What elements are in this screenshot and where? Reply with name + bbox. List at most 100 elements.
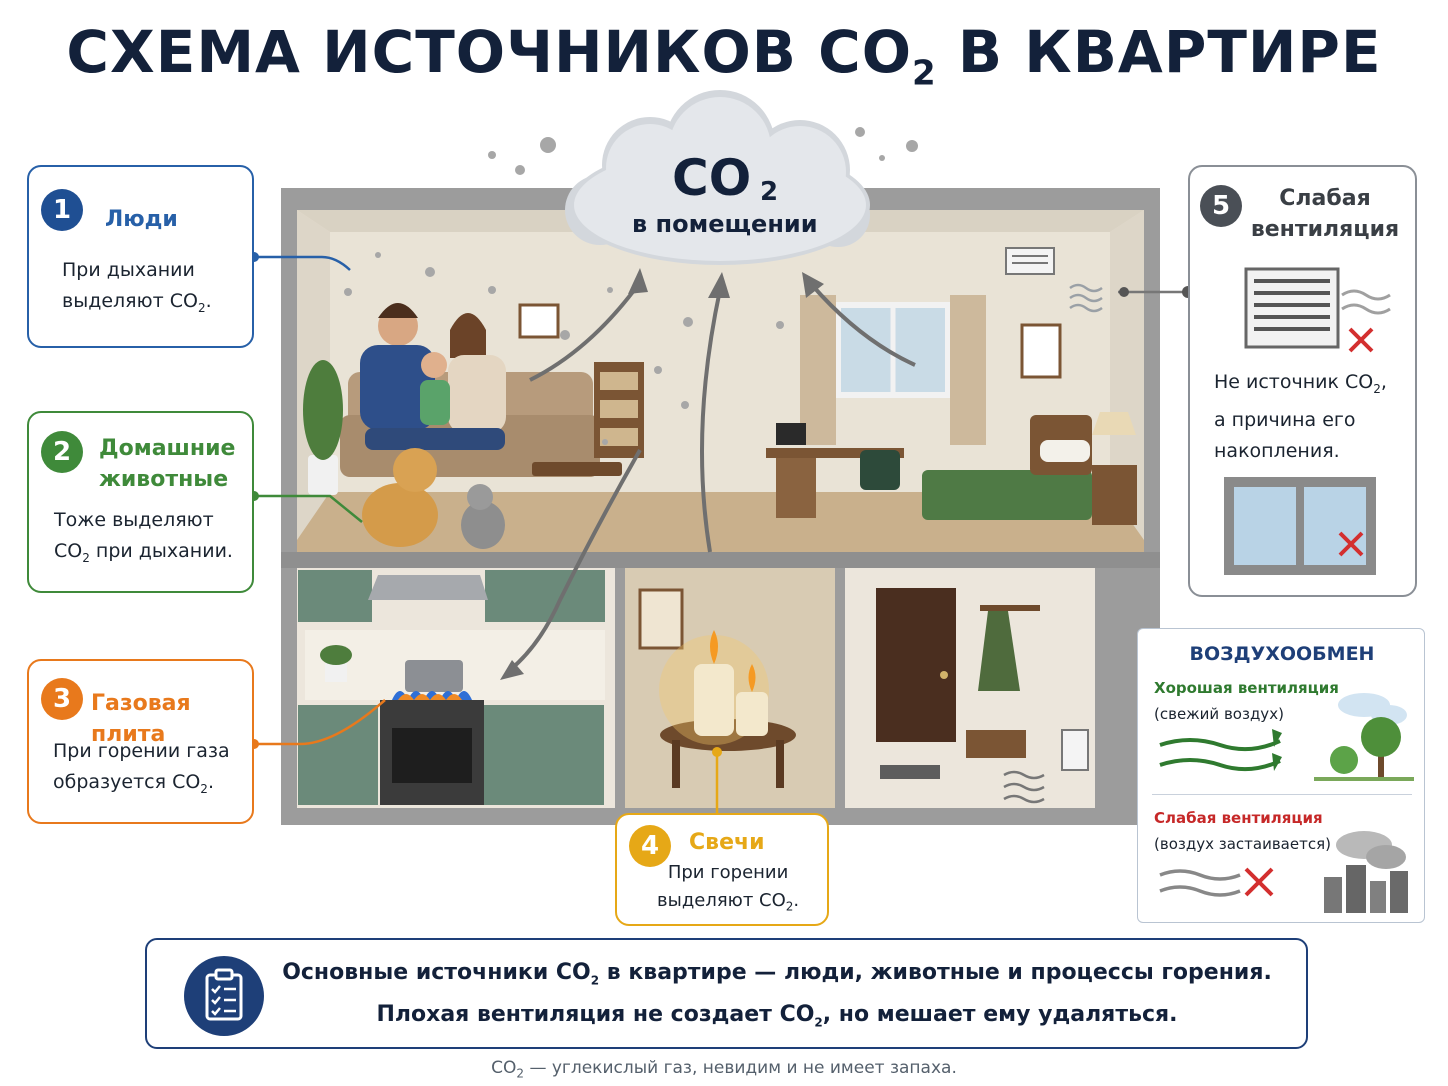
source-number-5: 5 xyxy=(1200,185,1242,227)
source-title-line: Домашние xyxy=(99,436,236,461)
source-title-line: вентиляция xyxy=(1250,217,1400,242)
source-text-pets: Тоже выделяют CO2 при дыхании. xyxy=(54,505,233,574)
source-text-people: При дыхании выделяют CO2. xyxy=(62,255,212,324)
air-exchange-panel: ВОЗДУХООБМЕН Хорошая вентиляция (свежий … xyxy=(1137,628,1425,923)
source-card-gas-stove: 3 Газовая плита При горении газа образуе… xyxy=(27,659,254,824)
connector-3 xyxy=(254,699,386,746)
source-title-gas-stove: Газовая плита xyxy=(91,691,191,747)
source-number-3: 3 xyxy=(41,678,83,720)
source-title-people: Люди xyxy=(105,207,178,232)
plant-pot xyxy=(308,455,338,495)
cooking-pot xyxy=(405,660,463,692)
source-text-tail: . xyxy=(205,290,212,312)
source-text-line: накопления. xyxy=(1214,439,1340,462)
desk xyxy=(766,448,904,458)
closed-window-icon xyxy=(1224,477,1376,575)
source-text-line: При дыхании xyxy=(62,259,195,281)
dog xyxy=(362,483,438,547)
candle-room-picture xyxy=(638,588,684,650)
summary-text: Плохая вентиляция не создает CO xyxy=(376,1002,815,1027)
co2-cloud xyxy=(565,90,870,265)
source-title-pets: Домашние животные xyxy=(99,433,235,495)
footnote-text: — углекислый газ, невидим и не имеет зап… xyxy=(524,1058,957,1078)
shoe-bench xyxy=(966,730,1026,758)
cat xyxy=(461,501,505,549)
source-text-line: образуется CO xyxy=(53,771,201,793)
vent-grille-upper xyxy=(1005,247,1055,275)
co2-subscript: 2 xyxy=(1373,381,1381,396)
good-ventilation-note: (свежий воздух) xyxy=(1154,705,1284,723)
source-title-weak-ventilation: Слабая вентиляция xyxy=(1250,183,1400,245)
co2-subscript: 2 xyxy=(590,973,600,988)
source-text-line: Не источник CO xyxy=(1214,371,1374,393)
source-card-people: 1 Люди При дыхании выделяют CO2. xyxy=(27,165,254,348)
fresh-air-illustration xyxy=(1159,693,1414,781)
coffee-table xyxy=(532,462,622,476)
title-sub: 2 xyxy=(912,53,937,94)
weak-ventilation-label: Слабая вентиляция xyxy=(1154,809,1323,827)
weak-ventilation-note: (воздух застаивается) xyxy=(1154,835,1331,853)
source-title-line: Слабая xyxy=(1279,186,1371,211)
vent-grille-lower xyxy=(1061,729,1089,771)
source-text-candles: При горении выделяют CO2. xyxy=(657,859,799,921)
source-text-line: При горении газа xyxy=(53,740,230,762)
source-text-line: а причина его xyxy=(1214,408,1356,431)
source-text-line: При горении xyxy=(667,862,789,883)
source-text-line: выделяют CO xyxy=(62,290,198,312)
source-number-2: 2 xyxy=(41,431,83,473)
flow-arrows xyxy=(508,283,916,672)
source-text-line: Тоже выделяют xyxy=(54,509,214,531)
range-hood xyxy=(368,575,488,600)
source-card-candles: 4 Свечи При горении выделяют CO2. xyxy=(615,813,829,926)
good-ventilation-label: Хорошая вентиляция xyxy=(1154,679,1339,697)
weak-ventilation-card: 5 Слабая вентиляция Не источник CO2, а п… xyxy=(1188,165,1417,597)
doormat xyxy=(880,765,940,779)
source-text-weak-ventilation: Не источник CO2, а причина его накоплени… xyxy=(1214,367,1387,467)
connector-1 xyxy=(254,255,351,271)
candle-small xyxy=(736,692,768,736)
bed xyxy=(922,470,1092,520)
entrance-door xyxy=(876,588,956,742)
wall-picture xyxy=(518,303,560,339)
co2-subscript: 2 xyxy=(785,899,794,914)
source-text-tail: при дыхании. xyxy=(89,540,233,562)
cloud-label: CO xyxy=(672,149,751,207)
cloud-caption: в помещении xyxy=(632,210,818,238)
candle-large xyxy=(694,664,734,736)
page-title: СХЕМА ИСТОЧНИКОВ CO2 В КВАРТИРЕ xyxy=(0,18,1448,94)
summary-text: Основные источники CO xyxy=(282,960,591,985)
connector-2 xyxy=(254,494,363,523)
coat xyxy=(978,611,1020,691)
source-text-tail: . xyxy=(207,771,214,793)
person-child xyxy=(421,352,447,378)
title-suffix: В КВАРТИРЕ xyxy=(936,18,1382,86)
co2-particles xyxy=(344,127,918,445)
co2-subscript: 2 xyxy=(197,300,206,315)
weak-airflow-lines xyxy=(1069,283,1103,313)
co2-subscript: 2 xyxy=(814,1015,823,1030)
desk-chair xyxy=(860,450,900,490)
clipboard-checklist-icon xyxy=(184,956,264,1036)
source-text-line: выделяют CO xyxy=(657,890,786,911)
source-card-pets: 2 Домашние животные Тоже выделяют CO2 пр… xyxy=(27,411,254,593)
kitchen-lower-cabinet xyxy=(298,705,378,805)
footnote: CO2 — углекислый газ, невидим и не имеет… xyxy=(0,1058,1448,1080)
summary-line-2: Плохая вентиляция не создает CO2, но меш… xyxy=(267,1002,1287,1029)
wall-picture-bedroom xyxy=(1020,323,1062,379)
source-number-4: 4 xyxy=(629,825,671,867)
summary-text: в квартире — люди, животные и процессы г… xyxy=(599,960,1272,985)
vent-grille-icon xyxy=(1244,267,1391,353)
co2-subscript: 2 xyxy=(516,1066,525,1081)
summary-text: , но мешает ему удаляться. xyxy=(822,1002,1178,1027)
summary-line-1: Основные источники CO2 в квартире — люди… xyxy=(267,960,1287,987)
source-text-line: CO xyxy=(54,540,83,562)
coat-hook xyxy=(980,605,1040,611)
title-text: СХЕМА ИСТОЧНИКОВ CO xyxy=(66,18,913,86)
panel-divider xyxy=(1152,794,1412,795)
co2-subscript: 2 xyxy=(200,781,208,796)
kitchen-upper-cabinet xyxy=(298,570,372,622)
air-exchange-title: ВОЗДУХООБМЕН xyxy=(1189,643,1375,665)
source-text-tail: , xyxy=(1380,371,1387,393)
source-title-line: животные xyxy=(99,467,229,492)
